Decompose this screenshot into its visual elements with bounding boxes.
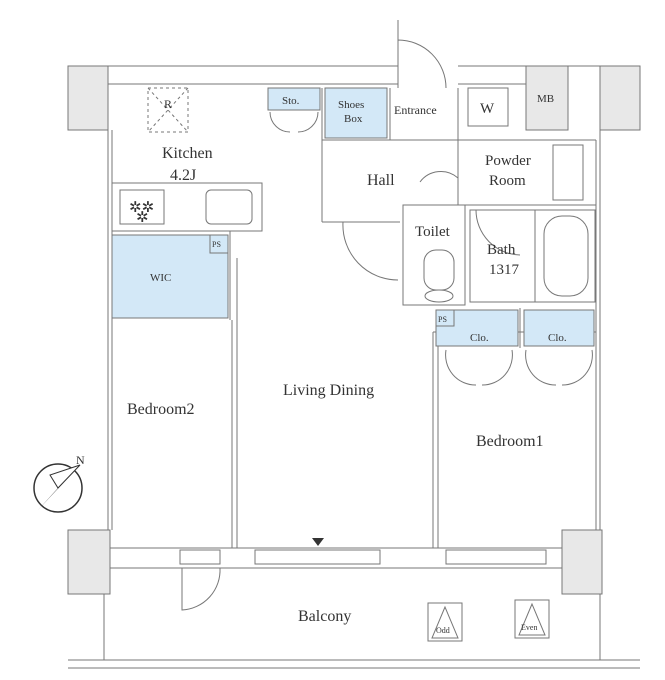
label-bedroom2: Bedroom2 bbox=[127, 401, 195, 418]
ac-units bbox=[427, 599, 550, 642]
storage-shoes-box bbox=[324, 87, 388, 139]
label-ac-odd: Odd bbox=[436, 626, 450, 635]
interior-walls bbox=[111, 88, 596, 548]
label-shoes-box-2: Box bbox=[344, 113, 363, 125]
compass-icon: N bbox=[33, 453, 85, 513]
label-bath-1: Bath bbox=[487, 242, 516, 258]
label-living-dining: Living Dining bbox=[283, 382, 374, 399]
label-shoes-box-1: Shoes bbox=[338, 99, 364, 111]
label-ps-2: PS bbox=[438, 315, 447, 324]
label-powder-room-1: Powder bbox=[485, 153, 531, 169]
label-meter-box: MB bbox=[537, 93, 554, 105]
label-closet-2: Clo. bbox=[548, 332, 567, 344]
storage-units bbox=[111, 87, 595, 347]
label-kitchen: Kitchen bbox=[162, 145, 213, 162]
room-labels: Kitchen 4.2J R Sto. Shoes Box Entrance W… bbox=[127, 93, 567, 635]
stove: ✲✲ ✲ bbox=[119, 189, 165, 226]
label-wic: WIC bbox=[150, 272, 171, 284]
label-bath-2: 1317 bbox=[489, 262, 520, 278]
windows bbox=[179, 538, 547, 565]
label-hall: Hall bbox=[367, 172, 395, 189]
label-entrance: Entrance bbox=[394, 103, 437, 117]
label-toilet: Toilet bbox=[415, 224, 451, 240]
label-ps-1: PS bbox=[212, 240, 221, 249]
label-bedroom1: Bedroom1 bbox=[476, 433, 544, 450]
label-storage: Sto. bbox=[282, 95, 300, 107]
label-balcony: Balcony bbox=[298, 608, 351, 625]
storage-wic bbox=[111, 234, 229, 319]
label-ac-even: Even bbox=[521, 623, 537, 632]
doors bbox=[181, 20, 593, 611]
storage-closet-1 bbox=[435, 309, 519, 347]
label-washer: W bbox=[480, 101, 495, 117]
svg-text:✲: ✲ bbox=[136, 210, 149, 226]
storage-closet-2 bbox=[523, 309, 595, 347]
label-kitchen-size: 4.2J bbox=[170, 167, 196, 184]
compass-north-label: N bbox=[76, 453, 85, 467]
label-range-hood: R bbox=[164, 97, 172, 111]
structural-walls bbox=[67, 65, 641, 669]
label-closet-1: Clo. bbox=[470, 332, 489, 344]
toilet-fixture bbox=[423, 249, 455, 303]
label-powder-room-2: Room bbox=[489, 173, 526, 189]
storage-sto bbox=[267, 87, 321, 111]
svg-text:✲✲: ✲✲ bbox=[129, 200, 154, 216]
